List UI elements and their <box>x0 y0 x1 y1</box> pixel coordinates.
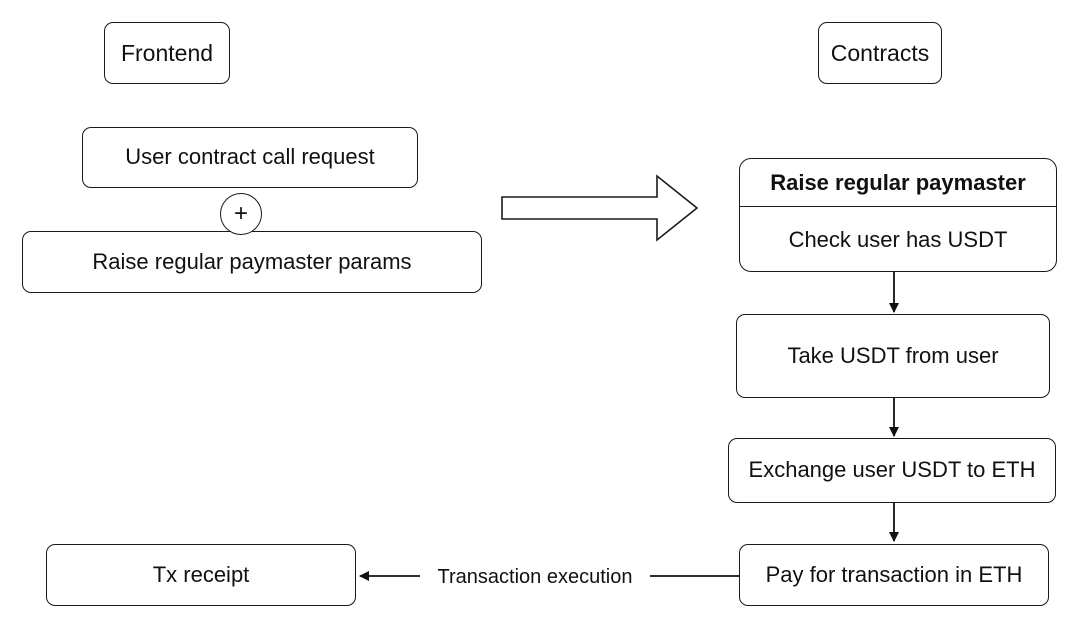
lane-contracts-label: Contracts <box>818 22 942 84</box>
combine-plus-icon: + <box>220 193 262 235</box>
paymaster-container-header: Raise regular paymaster <box>740 159 1056 207</box>
check-user-usdt-step: Check user has USDT <box>740 207 1056 271</box>
transaction-execution-label: Transaction execution <box>420 563 650 591</box>
tx-receipt-text: Tx receipt <box>152 561 250 587</box>
paymaster-container-title: Raise regular paymaster <box>770 169 1026 195</box>
paymaster-params-node: Raise regular paymaster params <box>22 231 482 293</box>
combine-plus-symbol: + <box>233 200 248 227</box>
user-contract-call-request-text: User contract call request <box>125 144 375 170</box>
lane-contracts-text: Contracts <box>830 39 930 66</box>
exchange-usdt-eth-node: Exchange user USDT to ETH <box>728 438 1056 503</box>
raise-regular-paymaster-container: Raise regular paymaster Check user has U… <box>739 158 1057 272</box>
paymaster-params-text: Raise regular paymaster params <box>92 248 412 274</box>
lane-frontend-text: Frontend <box>120 39 214 66</box>
pay-transaction-eth-node: Pay for transaction in ETH <box>739 544 1049 606</box>
take-usdt-text: Take USDT from user <box>787 342 999 368</box>
pay-transaction-eth-text: Pay for transaction in ETH <box>765 561 1023 587</box>
take-usdt-node: Take USDT from user <box>736 314 1050 398</box>
exchange-usdt-eth-text: Exchange user USDT to ETH <box>748 457 1036 483</box>
check-user-usdt-text: Check user has USDT <box>788 227 1008 252</box>
tx-receipt-node: Tx receipt <box>46 544 356 606</box>
transaction-execution-text: Transaction execution <box>437 565 633 588</box>
lane-frontend-label: Frontend <box>104 22 230 84</box>
user-contract-call-request-node: User contract call request <box>82 127 418 188</box>
flow-block-arrow <box>501 174 699 242</box>
